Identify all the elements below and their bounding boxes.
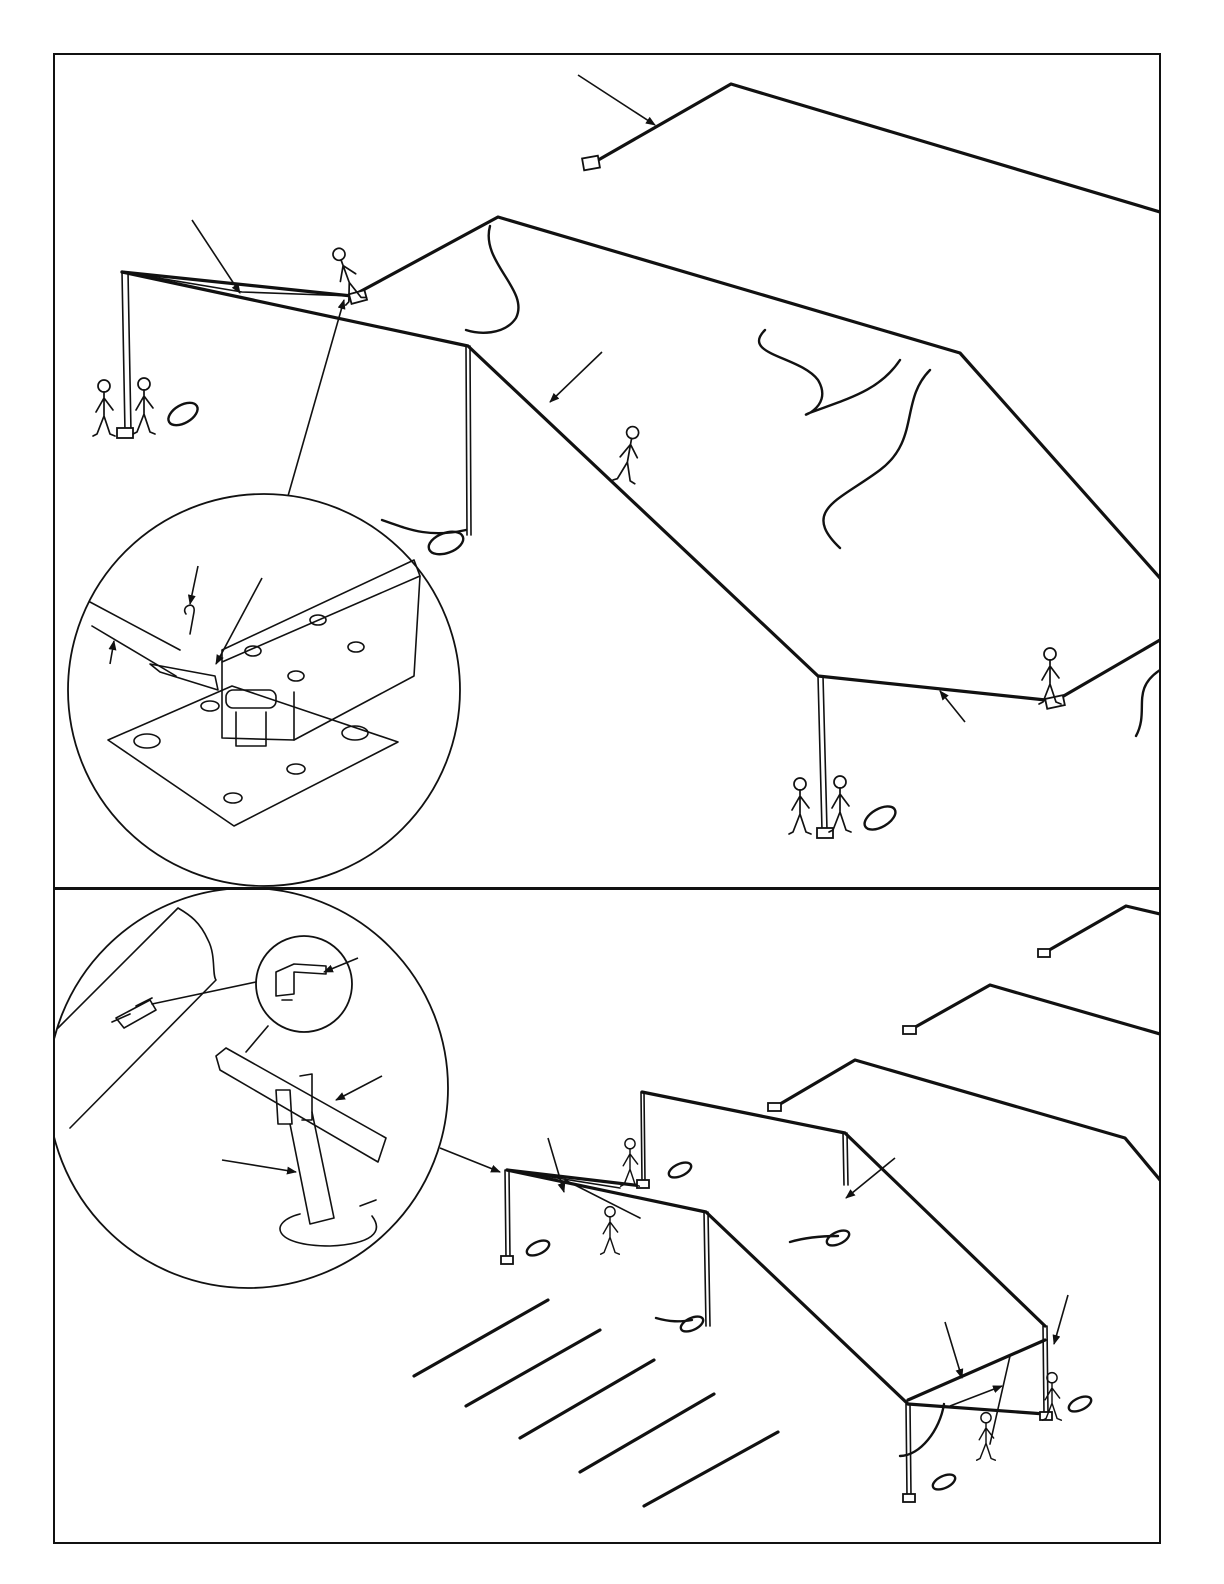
rope-coil-icon bbox=[667, 1159, 694, 1180]
pole bbox=[704, 1212, 710, 1326]
stick-figure-icon bbox=[613, 425, 644, 484]
base-plate-icon bbox=[903, 1494, 915, 1502]
stick-figure-icon bbox=[601, 1207, 620, 1255]
mid-pole bbox=[466, 346, 471, 535]
far-frame-rail bbox=[910, 985, 1160, 1034]
stick-figure-icon bbox=[789, 778, 811, 834]
far-frame-rail bbox=[775, 1060, 1160, 1180]
paving-stripe bbox=[466, 1330, 600, 1406]
pole bbox=[843, 1133, 848, 1185]
rope-icon bbox=[823, 370, 930, 548]
callout-arrow-icon bbox=[1054, 1295, 1068, 1344]
far-frame-rail bbox=[1044, 906, 1160, 953]
top-frame-scene bbox=[68, 75, 1160, 886]
paving-stripe bbox=[520, 1360, 654, 1438]
rope-coil-icon bbox=[679, 1313, 706, 1334]
stick-figure-icon bbox=[977, 1413, 996, 1461]
paving-stripe bbox=[414, 1300, 548, 1376]
rope-coil-icon bbox=[931, 1471, 958, 1492]
main-frame-front-rail bbox=[507, 1170, 908, 1404]
callout-arrow-icon bbox=[950, 1386, 1002, 1406]
stick-figure-icon bbox=[621, 1139, 640, 1187]
rope-icon bbox=[466, 226, 518, 333]
paving-stripe bbox=[580, 1394, 714, 1472]
far-frame-rail bbox=[593, 84, 1160, 212]
base-plate-icon bbox=[768, 1103, 781, 1111]
rope-coil-icon bbox=[825, 1227, 852, 1248]
main-frame-rear-rail bbox=[642, 1092, 1045, 1326]
callout-arrow-icon bbox=[940, 691, 965, 722]
bottom-frame-scene bbox=[48, 888, 1160, 1506]
stick-figure-icon bbox=[133, 378, 155, 434]
main-frame-side-rail bbox=[122, 272, 352, 296]
pole bbox=[990, 1356, 1010, 1444]
base-plate-icon bbox=[903, 1026, 916, 1034]
base-plate-icon bbox=[501, 1256, 513, 1264]
callout-arrow-icon bbox=[288, 300, 344, 496]
rope-coil-icon bbox=[165, 398, 202, 430]
callout-arrow-icon bbox=[440, 1148, 500, 1172]
paving-stripe bbox=[644, 1432, 778, 1506]
corner-pole bbox=[122, 272, 131, 432]
rope-icon bbox=[1136, 670, 1160, 736]
stick-figure-icon bbox=[829, 776, 851, 832]
stick-figure-icon bbox=[93, 380, 115, 436]
rope-icon bbox=[656, 1318, 692, 1321]
pole bbox=[505, 1170, 510, 1258]
magnifier-detail-top bbox=[68, 494, 460, 886]
callout-arrow-icon bbox=[578, 75, 655, 125]
base-plate-icon bbox=[637, 1180, 649, 1188]
base-plate-icon bbox=[117, 428, 133, 438]
callout-arrow-icon bbox=[550, 352, 602, 402]
main-frame-end-rail bbox=[908, 1404, 1045, 1414]
pole bbox=[906, 1404, 911, 1496]
rope-icon bbox=[759, 330, 900, 415]
main-frame-gable bbox=[908, 1340, 1045, 1400]
rope-coil-icon bbox=[1067, 1393, 1094, 1414]
callout-arrow-icon bbox=[846, 1158, 895, 1198]
base-plate-icon bbox=[817, 828, 833, 838]
rope-icon bbox=[790, 1236, 838, 1242]
pole bbox=[641, 1092, 645, 1182]
base-plate-icon bbox=[1038, 949, 1050, 957]
base-plate-icon bbox=[582, 156, 600, 171]
callout-arrow-icon bbox=[945, 1322, 962, 1378]
rope-coil-icon bbox=[861, 802, 899, 835]
callout-arrow-icon bbox=[548, 1138, 564, 1192]
rope-coil-icon bbox=[525, 1237, 552, 1258]
front-pole bbox=[818, 676, 827, 830]
main-frame-rear-rail bbox=[352, 217, 1160, 578]
magnifier-detail-bottom bbox=[48, 888, 448, 1288]
